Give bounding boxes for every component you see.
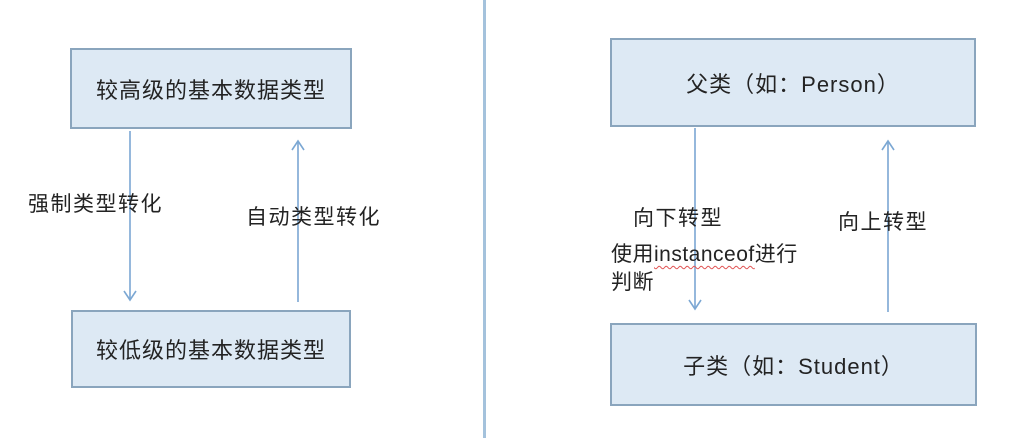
arrow-head-icon (688, 299, 702, 311)
instanceof-note: 使用instanceof进行 判断 (611, 241, 798, 297)
arrow-head-icon (123, 290, 137, 302)
auto-cast-up-arrow (291, 139, 305, 302)
higher-primitive-type-box: 较高级的基本数据类型 (70, 48, 352, 129)
auto-cast-label: 自动类型转化 (246, 206, 381, 229)
vertical-divider (483, 0, 486, 438)
downcast-label: 向下转型 (633, 207, 723, 230)
downcast-arrow (688, 128, 702, 311)
forced-cast-label: 强制类型转化 (28, 193, 163, 216)
upcast-arrow (881, 139, 895, 312)
instanceof-note-line2: 判断 (611, 271, 654, 294)
note-suffix: 进行 (754, 243, 798, 266)
note-prefix: 使用 (611, 243, 654, 266)
arrow-head-icon (881, 139, 895, 151)
lower-primitive-type-box: 较低级的基本数据类型 (71, 310, 351, 388)
parent-class-box: 父类（如：Person） (610, 38, 976, 127)
child-class-box: 子类（如：Student） (610, 323, 977, 406)
upcast-label: 向上转型 (838, 211, 928, 234)
arrow-head-icon (291, 139, 305, 151)
forced-cast-down-arrow (123, 131, 137, 302)
instanceof-note-line1: 使用instanceof进行 (611, 241, 798, 269)
note-keyword-instanceof: instanceof (654, 243, 755, 266)
